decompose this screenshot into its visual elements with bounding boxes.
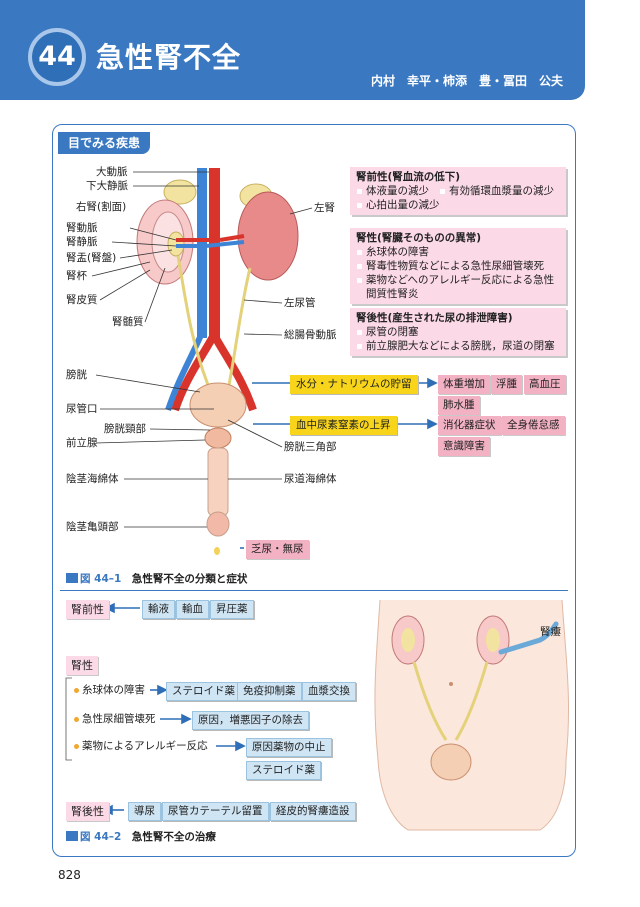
treatment-item: 血漿交換 [302, 682, 356, 701]
treatment-item: 昇圧薬 [210, 600, 254, 619]
renal-item: 腎毒性物質などによる急性尿細管壊死 [356, 259, 560, 273]
left-ureter [226, 267, 252, 391]
penis [207, 447, 229, 517]
renal-cause: 急性尿細管壊死 [82, 713, 156, 725]
renal-item: 薬物などへのアレルギー反応による急性間質性腎炎 [356, 273, 560, 301]
treatment-item: 輸液 [142, 600, 175, 619]
treatment-item: ステロイド薬 [166, 682, 241, 701]
label-left-ureter: 左尿管 [284, 297, 316, 309]
label-renal-vein: 腎静脈 [66, 236, 98, 248]
renal-box: 腎性(腎臓そのものの異常) 糸球体の障害 腎毒性物質などによる急性尿細管壊死 薬… [350, 228, 566, 304]
label-ureteral-orifice: 尿管口 [66, 403, 98, 415]
treatment-item: 尿管カテーテル留置 [162, 802, 269, 821]
figure2-caption: 図 44–2 急性腎不全の治療 [66, 829, 216, 844]
ivc-vessel [197, 168, 207, 338]
treatment-item: 免疫抑制薬 [237, 682, 302, 701]
figure1-number: 図 44–1 [80, 573, 122, 585]
bladder [189, 382, 247, 428]
label-common-iliac: 総腸骨動脈 [284, 329, 337, 341]
renal-bracket [65, 677, 72, 761]
right-ureter [176, 255, 212, 391]
water-retention-box: 水分・ナトリウムの貯留 [290, 375, 418, 394]
prerenal-item: 体液量の減少 [356, 184, 429, 198]
symptom-edema: 浮腫 [491, 375, 522, 394]
label-right-kidney: 右腎(割面) [76, 201, 127, 213]
label-glans: 陰茎亀頭部 [66, 521, 119, 533]
treatment-item: 導尿 [128, 802, 161, 821]
prerenal-heading: 腎前性(腎血流の低下) [356, 171, 461, 183]
prerenal-item: 有効循環血漿量の減少 [439, 184, 554, 198]
bullet-icon [74, 717, 79, 722]
bun-rise-box: 血中尿素窒素の上昇 [290, 416, 397, 435]
content-frame [52, 124, 576, 857]
label-bladder: 膀胱 [66, 369, 87, 381]
postrenal-item: 前立腺肥大などによる膀胱，尿道の閉塞 [356, 339, 560, 353]
symptom-gi: 消化器症状 [438, 416, 501, 435]
symptom-weight-gain: 体重増加 [438, 375, 490, 394]
chapter-number: 44 [32, 32, 82, 82]
left-kidney [237, 191, 299, 281]
chapter-title: 急性腎不全 [96, 41, 242, 74]
renal-cause: 薬物によるアレルギー反応 [82, 740, 208, 752]
figure2-number: 図 44–2 [80, 831, 122, 843]
treatment-renal-label: 腎性 [66, 656, 98, 675]
section-label: 目でみる疾患 [58, 132, 151, 154]
oliguria-box: 乏尿・無尿 [246, 540, 309, 559]
page-number: 828 [58, 868, 81, 882]
treatment-item: 経皮的腎瘻造設 [270, 802, 356, 821]
authors: 内村 幸平・柿添 豊・冨田 公夫 [370, 74, 563, 88]
symptom-consciousness: 意識障害 [438, 437, 490, 456]
label-trigone: 膀胱三角部 [284, 441, 337, 453]
postrenal-box: 腎後性(産生された尿の排泄障害) 尿管の閉塞 前立腺肥大などによる膀胱，尿道の閉… [350, 308, 566, 356]
label-prostate: 前立腺 [66, 437, 98, 449]
label-corpus-spongiosum: 尿道海綿体 [284, 473, 337, 485]
aorta-vessel [209, 168, 220, 338]
prerenal-box: 腎前性(腎血流の低下) 体液量の減少 有効循環血漿量の減少 心拍出量の減少 [350, 167, 566, 215]
label-calyx: 腎杯 [66, 270, 87, 282]
bullet-icon [74, 688, 79, 693]
treatment-item: 輸血 [176, 600, 209, 619]
label-nephrostomy: 腎瘻 [540, 626, 561, 638]
renal-heading: 腎性(腎臓そのものの異常) [356, 232, 482, 244]
figure1-caption: 図 44–1 急性腎不全の分類と症状 [66, 571, 247, 586]
label-cortex: 腎皮質 [66, 294, 98, 306]
prerenal-item: 心拍出量の減少 [356, 198, 560, 212]
urine-drop [214, 547, 220, 555]
chapter-header: 44 急性腎不全 内村 幸平・柿添 豊・冨田 公夫 [0, 0, 585, 100]
navel [449, 682, 453, 686]
glans [206, 511, 230, 537]
postrenal-heading: 腎後性(産生された尿の排泄障害) [356, 312, 513, 324]
figure2-title: 急性腎不全の治療 [131, 831, 216, 843]
renal-cause: 糸球体の障害 [82, 684, 145, 696]
label-ivc: 下大静脈 [86, 180, 128, 192]
label-renal-artery: 腎動脈 [66, 222, 98, 234]
label-medulla: 腎髄質 [112, 316, 144, 328]
prostate [204, 427, 232, 449]
treatment-prerenal-label: 腎前性 [66, 600, 109, 619]
label-corpus-cavernosum: 陰茎海綿体 [66, 473, 119, 485]
chapter-badge: 44 [28, 28, 86, 86]
label-aorta: 大動脈 [96, 166, 128, 178]
renal-item: 糸球体の障害 [356, 245, 560, 259]
treatment-item: 原因薬物の中止 [246, 738, 332, 757]
treatment-postrenal-label: 腎後性 [66, 802, 109, 821]
symptom-pulmonary-edema: 肺水腫 [438, 396, 480, 415]
bullet-icon [74, 744, 79, 749]
treatment-item: ステロイド薬 [246, 761, 321, 780]
treatment-item: 原因，増悪因子の除去 [192, 711, 309, 730]
figure1-title: 急性腎不全の分類と症状 [131, 573, 248, 585]
symptom-fatigue: 全身倦怠感 [502, 416, 565, 435]
label-bladder-neck: 膀胱頸部 [104, 423, 146, 435]
symptom-hypertension: 高血圧 [524, 375, 566, 394]
postrenal-item: 尿管の閉塞 [356, 325, 560, 339]
label-renal-pelvis: 腎盂(腎盤) [66, 252, 117, 264]
nephrostomy-tube [498, 621, 559, 655]
section-divider [60, 590, 568, 591]
label-left-kidney: 左腎 [314, 202, 335, 214]
abdomen-outline [374, 599, 570, 831]
treatment-bladder [430, 743, 472, 781]
